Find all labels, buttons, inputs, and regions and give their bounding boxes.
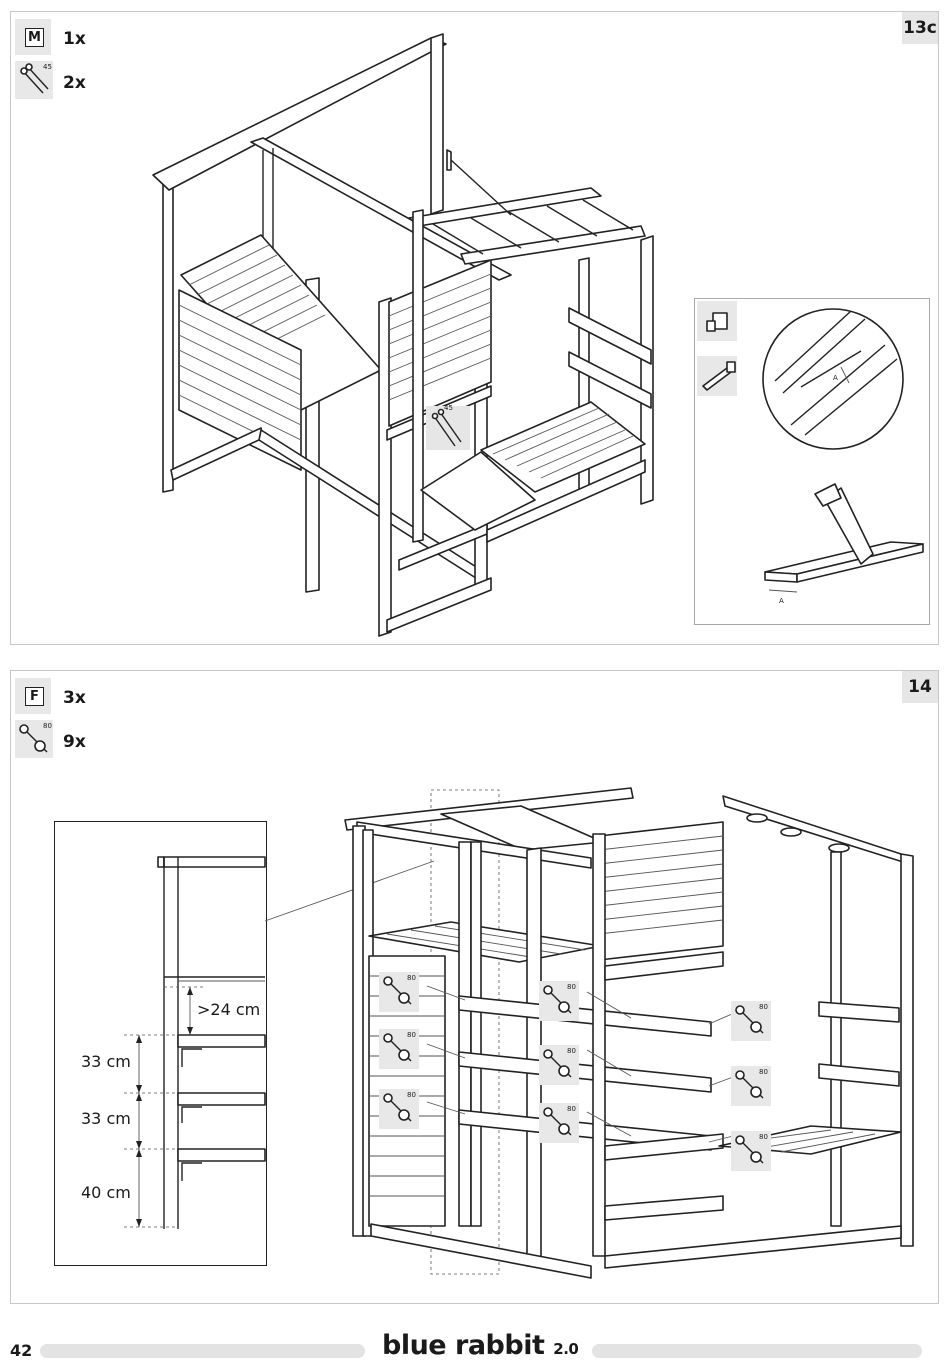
cut-detail-box bbox=[694, 298, 930, 625]
callout-screw-size: 45 bbox=[444, 404, 453, 412]
screw-45-icon bbox=[20, 63, 49, 94]
dimension-rail-1: 33 cm bbox=[81, 1052, 131, 1071]
brand-logo: blue rabbit 2.0 bbox=[382, 1330, 579, 1361]
screw-callout-size: 80 bbox=[407, 974, 416, 982]
board-sawing-drawing bbox=[764, 483, 924, 593]
brand-version: 2.0 bbox=[553, 1340, 579, 1358]
dimension-rail-2: 33 cm bbox=[81, 1109, 131, 1128]
board-cut-label-a: A bbox=[779, 597, 784, 605]
dimension-above: >24 cm bbox=[197, 1000, 261, 1019]
part-f-qty: 3x bbox=[63, 688, 86, 708]
magnified-cut-view bbox=[762, 308, 904, 450]
part-screw-qty: 2x bbox=[63, 73, 86, 93]
screw-callout-size: 80 bbox=[567, 1047, 576, 1055]
measurement-drawing bbox=[124, 856, 435, 1229]
playhouse-frame-drawing bbox=[152, 33, 654, 637]
part-m-qty: 1x bbox=[63, 29, 86, 49]
square-tool-icon bbox=[706, 312, 728, 332]
saw-icon bbox=[702, 361, 736, 391]
screw-size: 45 bbox=[43, 63, 52, 71]
page-number: 42 bbox=[10, 1341, 33, 1360]
screw-80-icon bbox=[19, 724, 48, 753]
screw-callout-icons bbox=[383, 976, 764, 1164]
board-m-icon: M bbox=[25, 28, 44, 47]
step-number: 14 bbox=[902, 671, 938, 703]
screw-callout-size: 80 bbox=[567, 1105, 576, 1113]
step-number: 13c bbox=[902, 12, 938, 44]
brand-name: blue rabbit bbox=[382, 1330, 545, 1361]
footer-bar-left bbox=[40, 1344, 365, 1358]
screw-callout-size: 80 bbox=[759, 1003, 768, 1011]
measurement-detail-box bbox=[54, 821, 267, 1266]
footer-bar-right bbox=[592, 1344, 922, 1358]
screw-size: 80 bbox=[43, 722, 52, 730]
part-box-screw bbox=[15, 61, 53, 99]
step-14-panel: 14 F 3x 80 9x bbox=[10, 670, 939, 1304]
screw-callout-size: 80 bbox=[759, 1068, 768, 1076]
dimension-rail-3: 40 cm bbox=[81, 1183, 131, 1202]
part-screw-qty: 9x bbox=[63, 732, 86, 752]
screw-callout-size: 80 bbox=[407, 1031, 416, 1039]
screw-callout-size: 80 bbox=[759, 1133, 768, 1141]
cut-label-a: A bbox=[833, 374, 838, 382]
step-13c-panel: 13c M 1x 45 2x bbox=[10, 11, 939, 645]
screw-callout-size: 80 bbox=[567, 983, 576, 991]
screw-callout-size: 80 bbox=[407, 1091, 416, 1099]
board-f-icon: F bbox=[25, 687, 44, 706]
